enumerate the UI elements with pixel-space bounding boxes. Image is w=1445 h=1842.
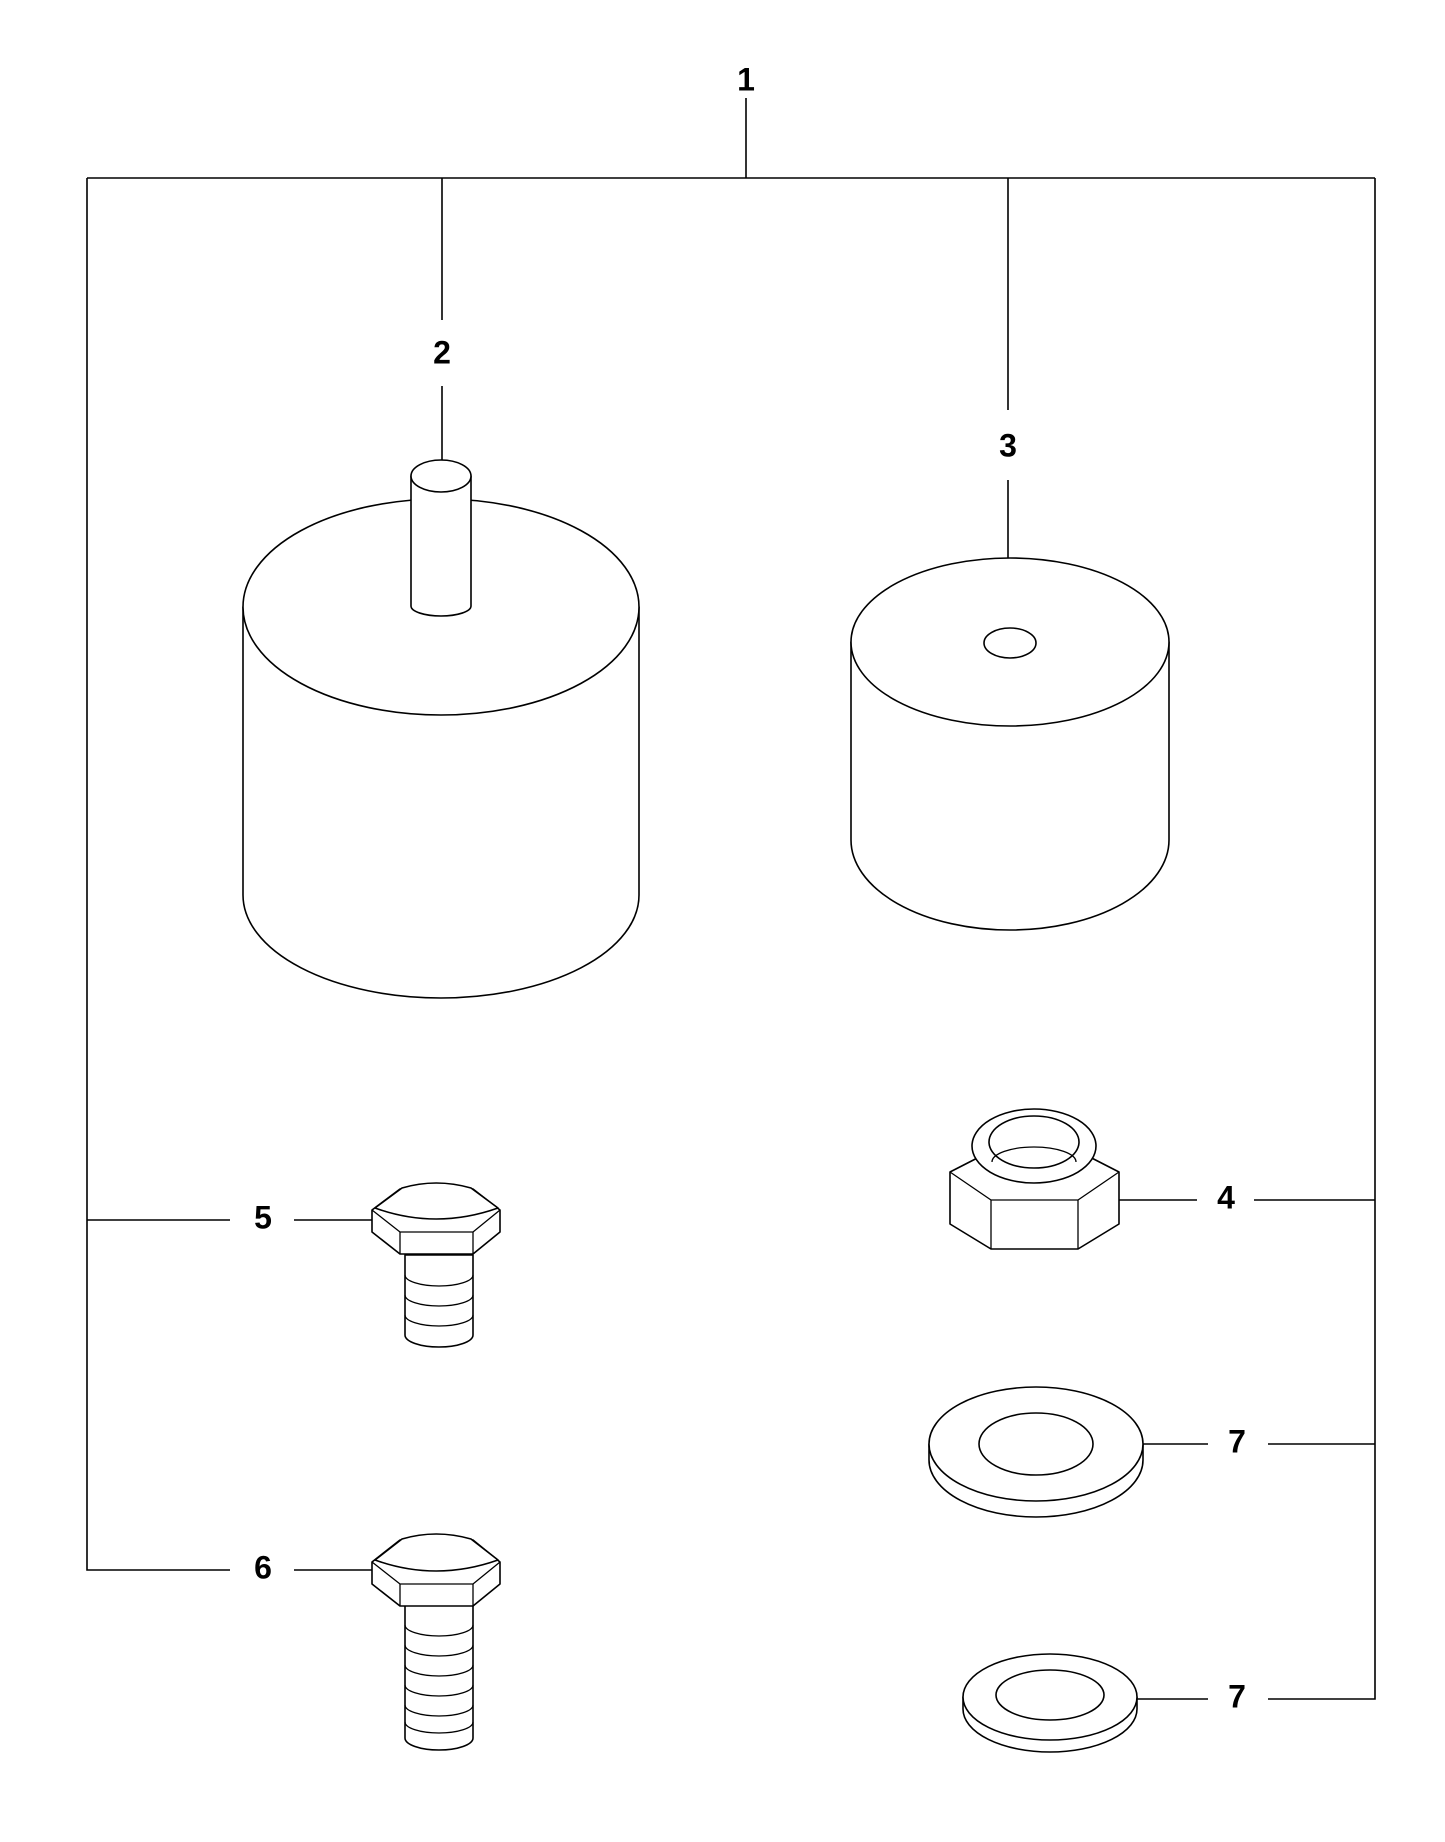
part-mount-with-hole [850,557,1170,931]
callout-2: 2 [433,334,451,370]
callout-7-washer-large: 7 [1228,1423,1246,1459]
part-washer-small [962,1653,1138,1753]
callout-1: 1 [737,61,755,97]
part-mount-with-stud [242,459,640,999]
callout-labels: 1 2 3 4 5 6 7 7 [254,61,1246,1714]
part-lock-nut [949,1108,1120,1250]
part-bolt-long [371,1533,501,1751]
callout-7-washer-small: 7 [1228,1678,1246,1714]
callout-5: 5 [254,1199,272,1235]
callout-4: 4 [1217,1179,1235,1215]
callout-6: 6 [254,1549,272,1585]
part-washer-large [928,1386,1144,1518]
callout-3: 3 [999,427,1017,463]
part-bolt-short [371,1182,501,1348]
